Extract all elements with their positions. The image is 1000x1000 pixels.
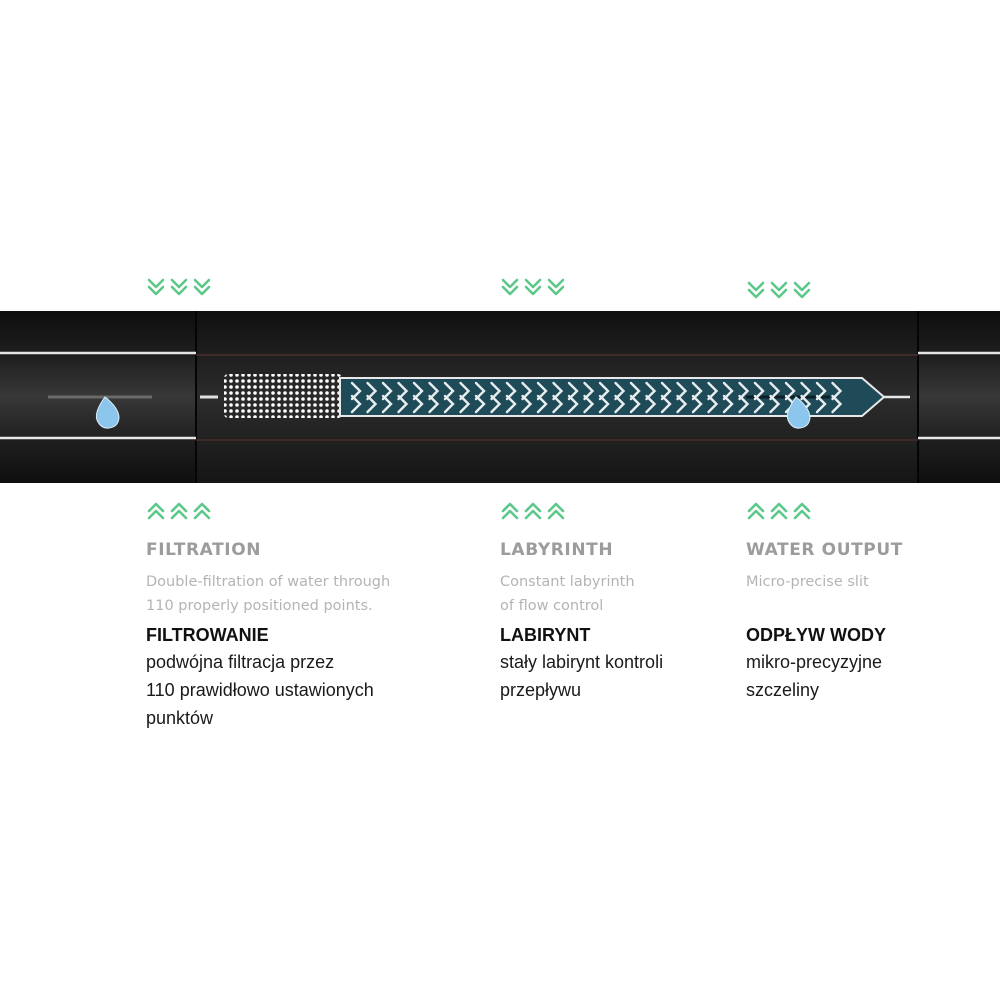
labyrinth-chevron — [738, 381, 750, 414]
desc-line: Constant labyrinth — [500, 574, 635, 590]
labyrinth-chevron — [397, 381, 409, 414]
labyrinth-chevron — [676, 381, 688, 414]
labyrinth-chevron — [536, 381, 548, 414]
desc-line: punktów — [146, 708, 214, 728]
double-chevron — [501, 278, 519, 296]
labyrinth-chevron — [505, 381, 517, 414]
double-chevron-down-icon — [747, 281, 811, 299]
desc-line: przepływu — [500, 680, 582, 700]
water-drop-outlet — [786, 396, 811, 429]
section-desc-pl: stały labirynt kontroli przepływu — [500, 648, 740, 704]
labyrinth-chevron — [412, 381, 424, 414]
section-labyrinth: LABYRINTH Constant labyrinth of flow con… — [500, 538, 740, 704]
desc-line: podwójna filtracja przez — [146, 652, 335, 672]
labyrinth-chevron — [490, 381, 502, 414]
double-chevron — [747, 502, 765, 520]
desc-line: Double-filtration of water through — [146, 574, 391, 590]
double-chevron — [793, 502, 811, 520]
double-chevron — [147, 278, 165, 296]
section-desc-en: Micro-precise slit — [746, 570, 986, 594]
water-drop-icon — [95, 396, 120, 429]
water-drop-inlet — [95, 396, 120, 429]
section-title-pl: LABIRYNT — [500, 625, 591, 645]
double-chevron-up-icon — [747, 502, 811, 520]
section-filtration: FILTRATION Double-filtration of water th… — [146, 538, 486, 732]
labyrinth-chevron — [815, 381, 827, 414]
labyrinth-chevron — [660, 381, 672, 414]
double-chevron — [770, 281, 788, 299]
labyrinth-chevron — [722, 381, 734, 414]
section-title-en: LABYRINTH — [500, 540, 614, 560]
section-title-en: FILTRATION — [146, 540, 262, 560]
desc-line: 110 properly positioned points. — [146, 598, 373, 614]
section-desc-pl: mikro-precyzyjne szczeliny — [746, 648, 986, 704]
labyrinth-chevron — [567, 381, 579, 414]
double-chevron-down-icon — [147, 278, 211, 296]
labyrinth-chevron — [645, 381, 657, 414]
filter-section — [224, 374, 342, 418]
double-chevron — [793, 281, 811, 299]
desc-line: stały labirynt kontroli — [500, 652, 664, 672]
labyrinth-chevrons — [350, 381, 843, 414]
desc-line: szczeliny — [746, 680, 820, 700]
double-chevron — [170, 502, 188, 520]
desc-line: 110 prawidłowo ustawionych — [146, 680, 374, 700]
double-chevron — [193, 502, 211, 520]
labyrinth-chevron — [629, 381, 641, 414]
labyrinth-chevron — [691, 381, 703, 414]
double-chevron — [170, 278, 188, 296]
section-water-output: WATER OUTPUT Micro-precise slit ODPŁYW W… — [746, 538, 986, 704]
double-chevron — [770, 502, 788, 520]
desc-line: Micro-precise slit — [746, 574, 869, 590]
labyrinth-chevron — [707, 381, 719, 414]
section-desc-pl: podwójna filtracja przez 110 prawidłowo … — [146, 648, 486, 732]
labyrinth-chevron — [831, 381, 843, 414]
labyrinth-chevron — [521, 381, 533, 414]
double-chevron-down-icon — [501, 278, 565, 296]
labyrinth-chevron — [459, 381, 471, 414]
labyrinth-chevron — [552, 381, 564, 414]
double-chevron-up-icon — [501, 502, 565, 520]
double-chevron-up-icon — [147, 502, 211, 520]
double-chevron — [547, 502, 565, 520]
arrow-indicators — [147, 278, 811, 520]
desc-line: of flow control — [500, 598, 604, 614]
section-desc-en: Constant labyrinth of flow control — [500, 570, 740, 618]
desc-line: mikro-precyzyjne — [746, 652, 883, 672]
double-chevron — [747, 281, 765, 299]
labyrinth-chevron — [381, 381, 393, 414]
filter-mesh — [224, 374, 342, 418]
double-chevron — [524, 502, 542, 520]
labyrinth-chevron — [598, 381, 610, 414]
double-chevron — [193, 278, 211, 296]
section-title-pl: ODPŁYW WODY — [746, 625, 886, 645]
labyrinth-chevron — [366, 381, 378, 414]
section-desc-en: Double-filtration of water through 110 p… — [146, 570, 486, 618]
labyrinth-chevron — [753, 381, 765, 414]
labyrinth-chevron — [428, 381, 440, 414]
labyrinth-chevron — [350, 381, 362, 414]
labyrinth-section — [339, 377, 910, 417]
section-title-en: WATER OUTPUT — [746, 540, 903, 560]
double-chevron — [547, 278, 565, 296]
labyrinth-chevron — [443, 381, 455, 414]
section-title-pl: FILTROWANIE — [146, 625, 269, 645]
labyrinth-chevron — [614, 381, 626, 414]
water-drop-icon — [786, 396, 811, 429]
labyrinth-chevron — [769, 381, 781, 414]
double-chevron — [501, 502, 519, 520]
labyrinth-chevron — [583, 381, 595, 414]
labyrinth-body — [339, 377, 886, 417]
double-chevron — [147, 502, 165, 520]
labyrinth-chevron — [474, 381, 486, 414]
double-chevron — [524, 278, 542, 296]
